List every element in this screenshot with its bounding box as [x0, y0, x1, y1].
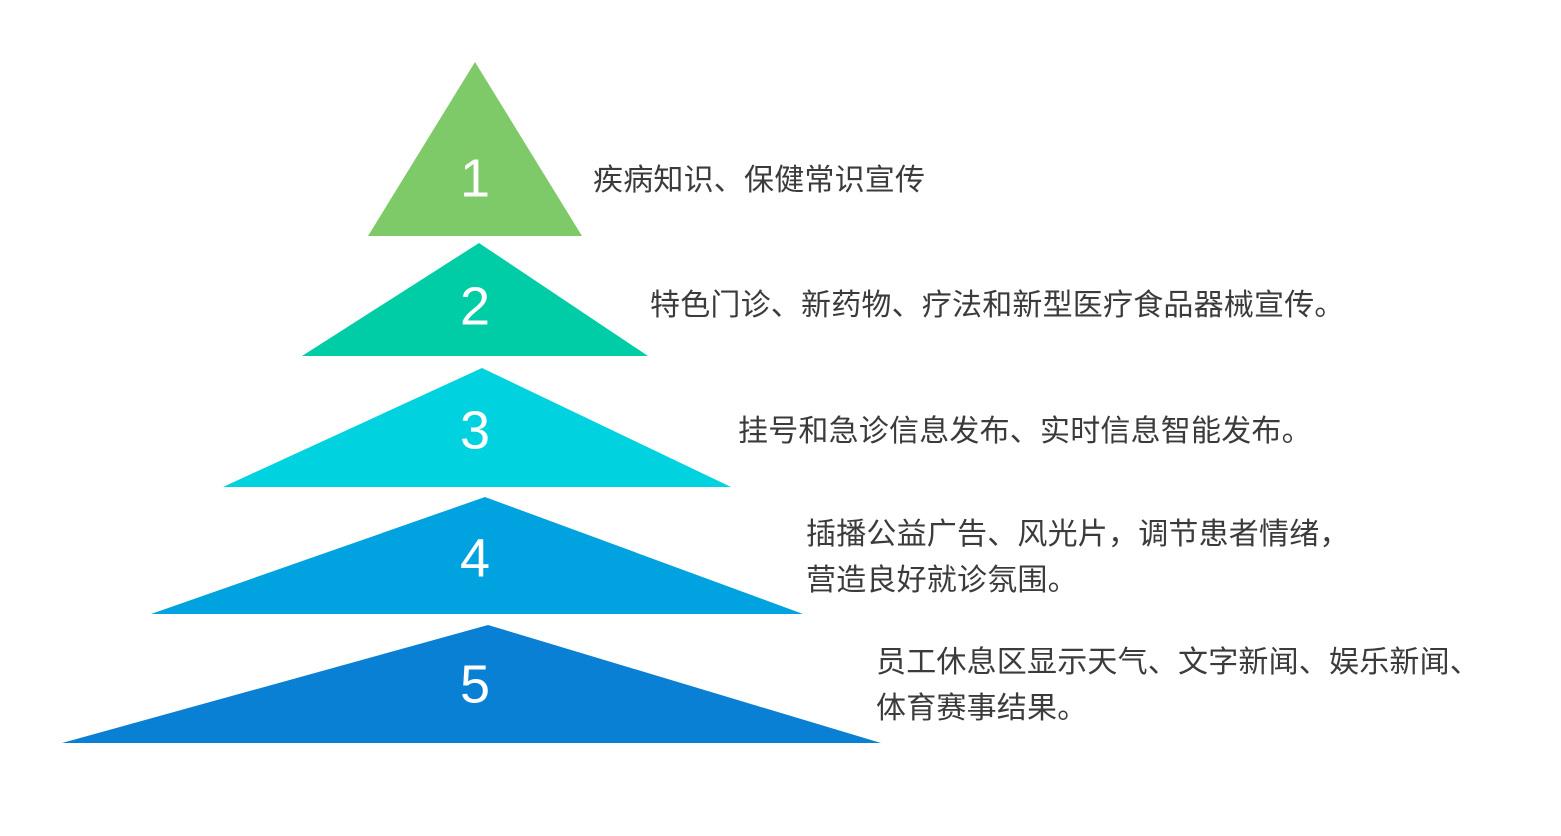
- pyramid-tier-5-number: 5: [460, 654, 490, 714]
- pyramid-tier-3-number: 3: [460, 400, 490, 460]
- pyramid-tier-1-number: 1: [460, 148, 490, 208]
- pyramid-tier-1-shape[interactable]: [368, 62, 582, 236]
- pyramid-tier-2-number: 2: [460, 276, 490, 336]
- pyramid-tier-1-description: 疾病知识、保健常识宣传: [593, 164, 926, 197]
- pyramid-tier-5-description: 员工休息区显示天气、文字新闻、娱乐新闻、 体育赛事结果。: [876, 646, 1480, 725]
- pyramid-tier-4-number: 4: [460, 528, 490, 588]
- pyramid-tier-4-description: 插播公益广告、风光片，调节患者情绪， 营造良好就诊氛围。: [806, 518, 1350, 597]
- pyramid-tier-3-shape[interactable]: [223, 368, 731, 487]
- pyramid-tier-5-shape[interactable]: [62, 625, 881, 743]
- pyramid-tier-4-shape[interactable]: [151, 497, 803, 614]
- pyramid-tier-3-description: 挂号和急诊信息发布、实时信息智能发布。: [738, 415, 1312, 448]
- pyramid-tier-2-shape[interactable]: [302, 243, 648, 356]
- pyramid-tier-2-description: 特色门诊、新药物、疗法和新型医疗食品器械宣传。: [650, 289, 1345, 322]
